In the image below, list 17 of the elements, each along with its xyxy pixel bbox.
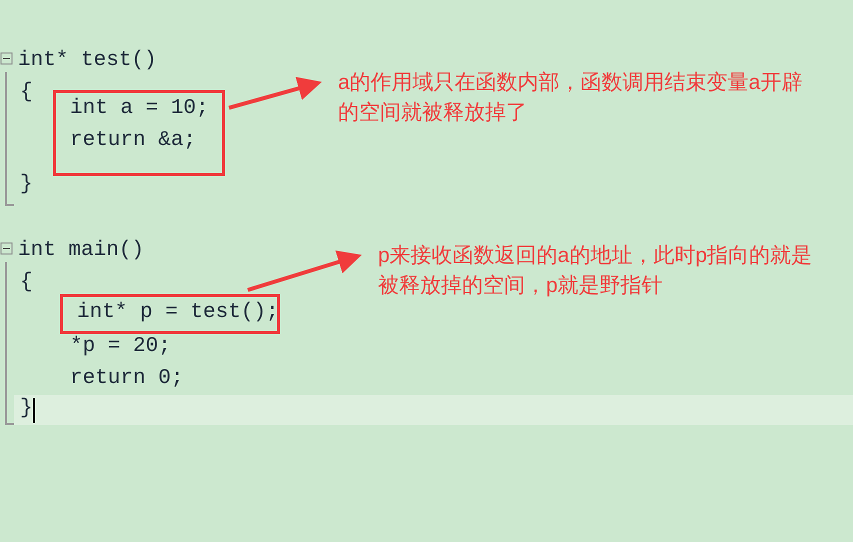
code-line: *p = 20; <box>70 334 171 360</box>
highlight-box <box>53 90 225 176</box>
annotation-text: a的作用域只在函数内部，函数调用结束变量a开辟的空间就被释放掉了 <box>338 68 810 130</box>
arrow <box>247 250 362 292</box>
code-line: int a = 10; <box>70 96 209 122</box>
code-line: int main() <box>18 238 144 264</box>
code-line: { <box>20 270 33 296</box>
arrow <box>228 76 322 110</box>
code-line: int* test() <box>18 48 157 74</box>
code-line: } <box>20 396 33 422</box>
code-line: return &a; <box>70 128 196 154</box>
code-line: { <box>20 80 33 106</box>
code-line: return 0; <box>70 366 184 392</box>
code-line: } <box>20 172 33 198</box>
code-line: int* p = test(); <box>77 300 279 326</box>
annotation-text: p来接收函数返回的a的地址，此时p指向的就是被释放掉的空间，p就是野指针 <box>378 241 824 303</box>
highlight-box <box>60 294 280 334</box>
